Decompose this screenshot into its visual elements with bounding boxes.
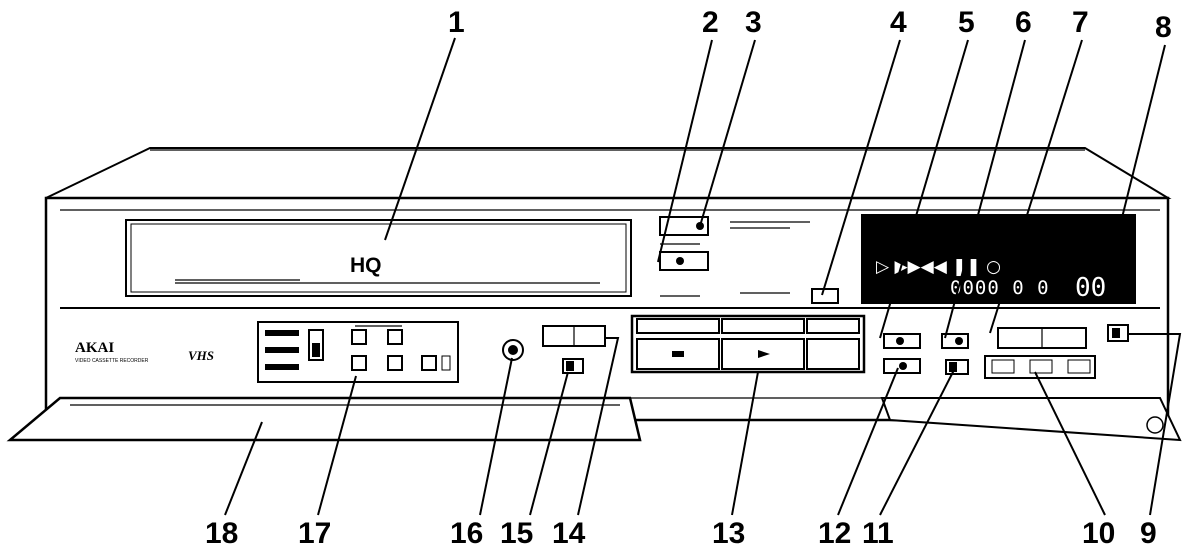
button-4[interactable] [811,288,839,304]
callout-6: 6 [1015,6,1032,39]
eject-area [659,216,810,271]
display-mode-icons: ▷ ▶▶◀◀ ❚❚ ○ [876,257,1001,277]
front-flap-door[interactable] [6,396,642,442]
rewind-button[interactable] [636,318,720,334]
callout-15: 15 [500,517,533,550]
display-counter-large: 00 [1075,273,1106,303]
fluorescent-display: ▷ ▶▶◀◀ ❚❚ ○ 0000 0 0 00 [861,214,1136,304]
display-window [861,214,1136,304]
display-counter: 0000 0 0 [950,277,1050,299]
callout-14: 14 [552,517,586,550]
callout-2: 2 [702,6,719,39]
callout-10: 10 [1082,517,1115,550]
hq-logo: HQ [350,254,382,277]
record-button[interactable] [806,338,860,370]
cassette-compartment: HQ [125,219,632,297]
callout-3: 3 [745,6,762,39]
callout-9: 9 [1140,517,1157,550]
front-flap [6,396,1182,442]
lower-panel: AKAI VIDEO CASSETTE RECORDER VHS [75,314,1129,383]
vcr-top-surface [45,147,1172,199]
callout-4: 4 [890,6,907,39]
callout-18: 18 [205,517,238,550]
callout-12: 12 [818,517,851,550]
fast-forward-button[interactable] [721,318,805,334]
callout-labels: 1 2 3 4 5 6 7 8 9 10 11 12 13 14 15 16 1… [205,6,1172,550]
callout-7: 7 [1072,6,1089,39]
button-3[interactable] [659,216,709,236]
timer-key-4[interactable] [387,355,403,371]
button-2-indicator [676,257,684,265]
callout-17: 17 [298,517,331,550]
callout-16: 16 [450,517,483,550]
vhs-logo: VHS [188,348,214,363]
timer-key-2[interactable] [387,329,403,345]
callout-8: 8 [1155,11,1172,44]
indicator-4 [660,288,839,304]
timer-key-1[interactable] [351,329,367,345]
brand-subtitle: VIDEO CASSETTE RECORDER [75,358,149,364]
callout-5: 5 [958,6,975,39]
brand-logo: AKAI [75,340,114,356]
callout-11: 11 [862,517,894,550]
callout-1: 1 [448,6,465,39]
leader-lines [224,37,1182,516]
timer-key-3[interactable] [351,355,367,371]
timer-key-5[interactable] [421,355,437,371]
callout-13: 13 [712,517,745,550]
stop-eject-button[interactable] [806,318,860,334]
